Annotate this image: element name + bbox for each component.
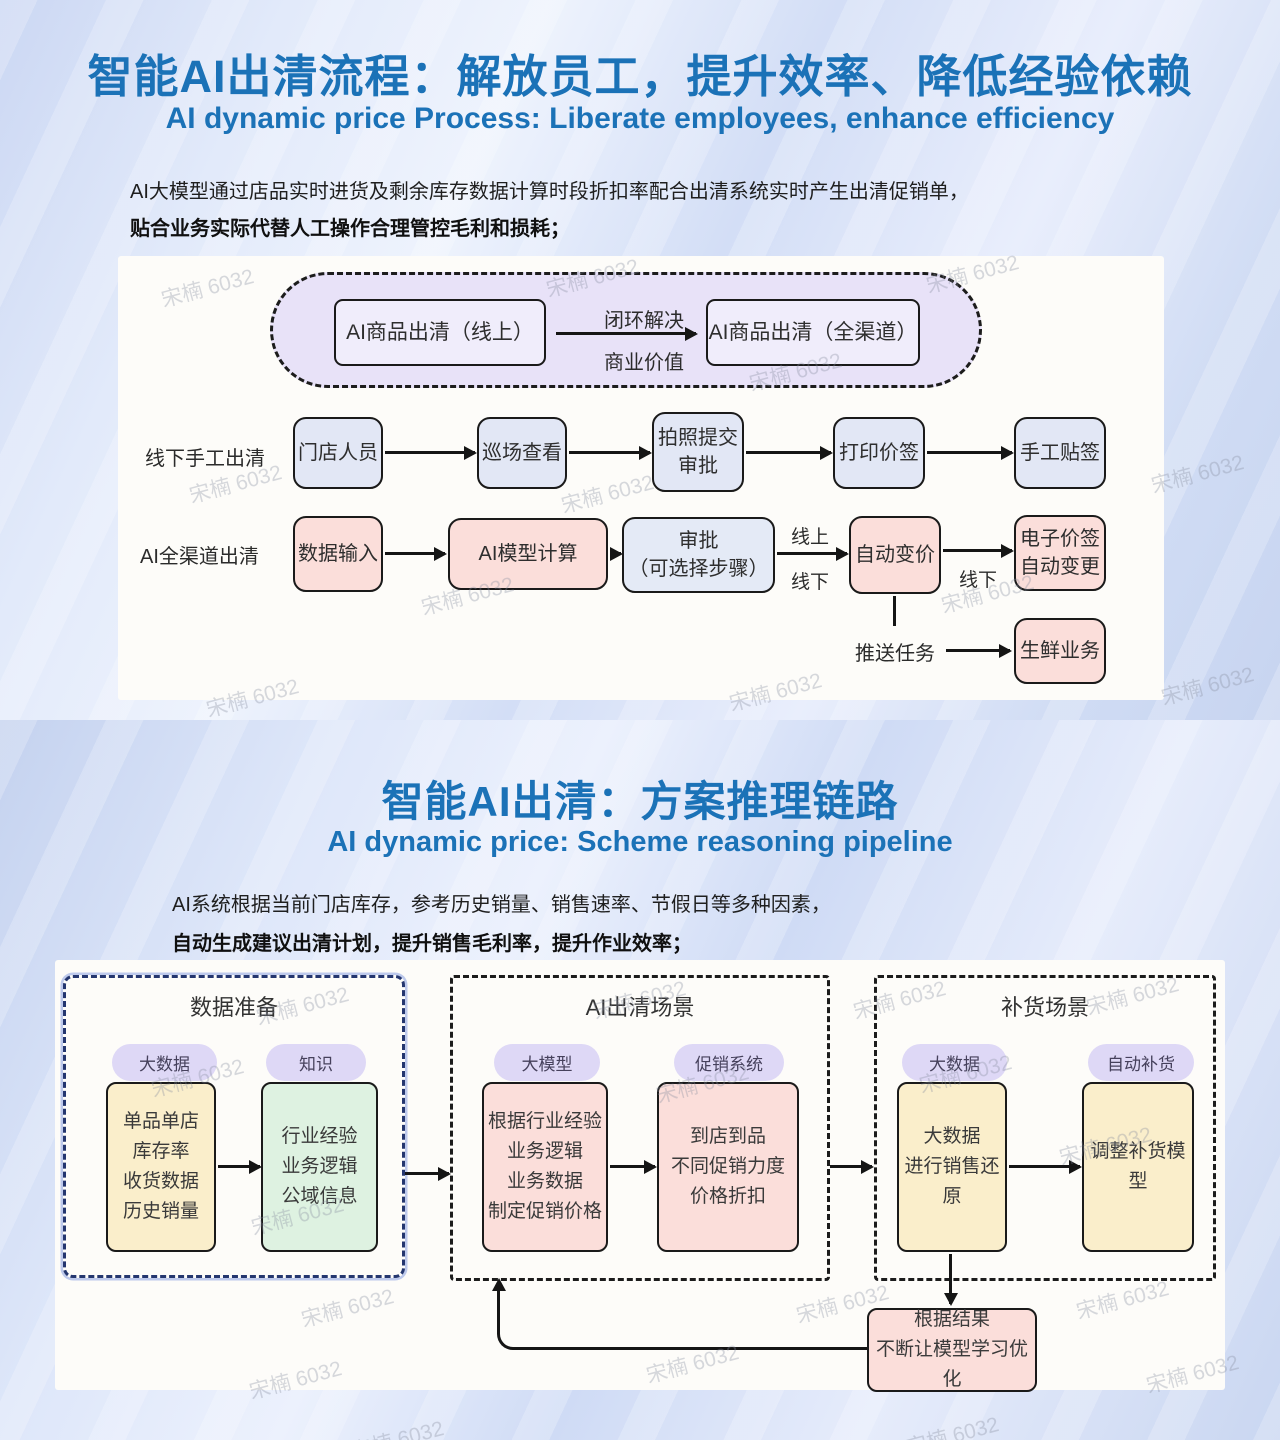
slide-2: 智能AI出清：方案推理链路 AI dynamic price: Scheme r… bbox=[0, 720, 1280, 1440]
box-promo-pricing: 根据行业经验 业务逻辑 业务数据 制定促销价格 bbox=[482, 1082, 608, 1252]
slide1-intro-line2: 贴合业务实际代替人工操作合理管控毛利和损耗； bbox=[130, 218, 570, 240]
step-ai-model-calc: AI模型计算 bbox=[448, 518, 608, 590]
manual-row-label: 线下手工出清 bbox=[145, 448, 265, 470]
slide2-title: 智能AI出清：方案推理链路 bbox=[381, 778, 899, 825]
box-store-sku-discount: 到店到品 不同促销力度 价格折扣 bbox=[657, 1082, 799, 1252]
arrow-right-icon bbox=[927, 445, 1014, 460]
arrow-right-icon bbox=[943, 543, 1014, 558]
slide2-intro-line1: AI系统根据当前门店库存，参考历史销量、销售速率、节假日等多种因素， bbox=[172, 894, 831, 916]
pill-promo-system: 促销系统 bbox=[674, 1044, 784, 1081]
ai-omni-clearance-box: AI商品出清（全渠道） bbox=[706, 299, 920, 366]
arrow-right-icon bbox=[569, 445, 652, 460]
arrow-right-icon bbox=[385, 445, 477, 460]
panel-replenish: 补货场景 bbox=[874, 975, 1216, 1281]
arrow-right-icon bbox=[746, 445, 833, 460]
arrow-right-icon bbox=[385, 546, 447, 561]
arrow-right-icon bbox=[610, 546, 623, 561]
step-manual-tag: 手工贴签 bbox=[1014, 417, 1106, 489]
arrow-panel1-to-panel2 bbox=[405, 1166, 451, 1181]
slide1-subtitle: AI dynamic price Process: Liberate emplo… bbox=[165, 102, 1115, 135]
pill-large-model: 大模型 bbox=[494, 1044, 600, 1081]
panel-data-prep-title: 数据准备 bbox=[189, 995, 278, 1020]
arrow-right-icon bbox=[946, 643, 1012, 658]
step-patrol-check: 巡场查看 bbox=[477, 417, 567, 489]
panel-ai-clearance: AI出清场景 bbox=[450, 975, 830, 1281]
offline-label-2: 线下 bbox=[958, 570, 997, 591]
ai-row-label: AI全渠道出清 bbox=[140, 546, 259, 568]
step-auto-reprice: 自动变价 bbox=[849, 516, 941, 594]
box-store-sku-data: 单品单店 库存率 收货数据 历史销量 bbox=[106, 1082, 216, 1252]
panel-data-prep: 数据准备 bbox=[63, 975, 405, 1278]
slide1-title: 智能AI出清流程：解放员工，提升效率、降低经验依赖 bbox=[87, 51, 1193, 102]
fresh-business-box: 生鲜业务 bbox=[1014, 618, 1106, 684]
pill-big-data: 大数据 bbox=[112, 1044, 217, 1081]
slide2-subtitle: AI dynamic price: Scheme reasoning pipel… bbox=[327, 826, 953, 858]
arrow-up-icon bbox=[491, 1278, 506, 1291]
pill-big-data-2: 大数据 bbox=[902, 1044, 1007, 1081]
arrow-right-icon bbox=[1009, 1159, 1082, 1174]
box-adjust-replenish-model: 调整补货模型 bbox=[1082, 1082, 1194, 1252]
feedback-elbow-line bbox=[497, 1290, 867, 1350]
pill-knowledge: 知识 bbox=[266, 1044, 366, 1081]
box-industry-knowledge: 行业经验 业务逻辑 公域信息 bbox=[261, 1082, 378, 1252]
arrow-panel2-to-panel3 bbox=[830, 1159, 874, 1174]
branch-online-label: 线上 bbox=[790, 527, 829, 548]
feedback-box: 根据结果 不断让模型学习优化 bbox=[867, 1308, 1037, 1392]
step-approval-optional: 审批 （可选择步骤） bbox=[622, 517, 775, 593]
box-sales-restore: 大数据 进行销售还原 bbox=[897, 1082, 1007, 1252]
loop-arrow-right bbox=[556, 326, 698, 341]
loop-arrow-label-top: 闭环解决 bbox=[604, 310, 684, 332]
step-store-staff: 门店人员 bbox=[293, 417, 383, 489]
push-task-label: 推送任务 bbox=[855, 643, 935, 665]
step-esl-auto-update: 电子价签 自动变更 bbox=[1014, 515, 1106, 591]
step-data-input: 数据输入 bbox=[293, 516, 383, 592]
panel-ai-clearance-title: AI出清场景 bbox=[585, 995, 695, 1020]
slide1-intro-line1: AI大模型通过店品实时进货及剩余库存数据计算时段折扣率配合出清系统实时产生出清促… bbox=[130, 181, 969, 203]
arrow-right-icon bbox=[777, 546, 849, 561]
panel-replenish-title: 补货场景 bbox=[1000, 995, 1089, 1020]
pill-auto-replenish: 自动补货 bbox=[1088, 1044, 1194, 1081]
loop-arrow-label-bottom: 商业价值 bbox=[604, 352, 684, 374]
ai-online-clearance-box: AI商品出清（线上） bbox=[334, 299, 546, 366]
arrow-right-icon bbox=[218, 1159, 262, 1174]
slide-1: 智能AI出清流程：解放员工，提升效率、降低经验依赖 AI dynamic pri… bbox=[0, 0, 1280, 720]
branch-offline-label: 线下 bbox=[790, 572, 829, 593]
step-print-tag: 打印价签 bbox=[833, 417, 925, 489]
arrow-right-icon bbox=[610, 1159, 657, 1174]
push-branch-line bbox=[893, 596, 896, 626]
arrow-down-to-feedback bbox=[943, 1254, 958, 1306]
step-photo-approval: 拍照提交 审批 bbox=[652, 412, 744, 492]
slide2-intro-line2: 自动生成建议出清计划，提升销售毛利率，提升作业效率； bbox=[172, 933, 692, 955]
